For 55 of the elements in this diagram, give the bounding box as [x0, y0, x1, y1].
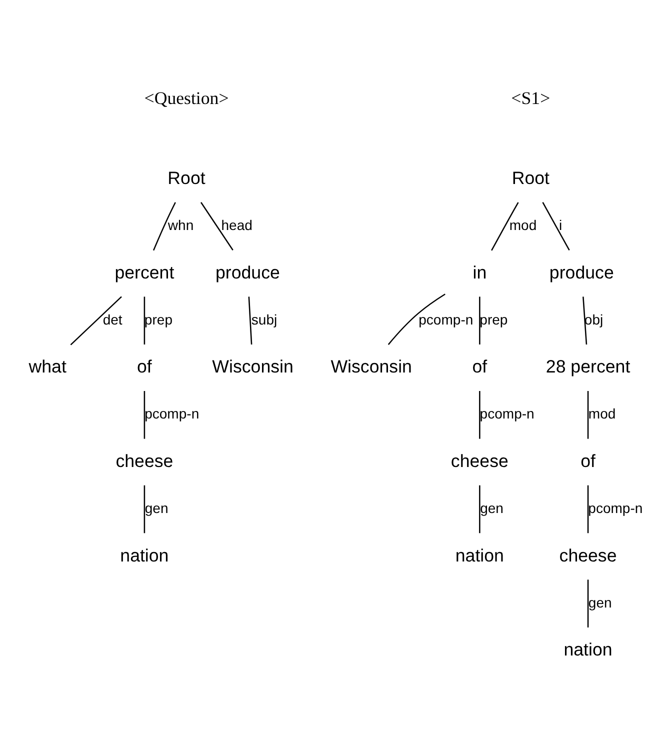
connector [587, 390, 589, 438]
connector [144, 390, 146, 438]
connector [479, 484, 480, 533]
edge-label: i [559, 216, 562, 233]
node-text: Root [168, 168, 206, 188]
edge-label: gen [480, 500, 504, 516]
node-text: Root [512, 168, 550, 188]
node-text: nation [564, 639, 612, 660]
edge-label: gen [144, 500, 168, 516]
connector [479, 390, 480, 438]
connector [70, 296, 122, 345]
edge-label: obj [584, 310, 604, 327]
edge-label: pcomp-n [588, 500, 643, 516]
connector [144, 296, 146, 344]
node-text: cheese [116, 450, 174, 471]
node-text: of [580, 450, 596, 471]
node-text: produce [549, 262, 614, 282]
node-text: what [28, 356, 66, 376]
node-text: Wisconsin [212, 356, 294, 376]
node-text: of [137, 356, 152, 376]
edge-label: pcomp-n [418, 310, 474, 327]
edge-label: mod [588, 405, 616, 422]
connector [587, 484, 589, 533]
connector [587, 579, 589, 627]
node-text: cheese [450, 450, 508, 471]
node-text: of [472, 356, 488, 376]
edge-label: pcomp-n [480, 405, 534, 422]
node-text: percent [114, 262, 174, 282]
node-text: Wisconsin [330, 356, 412, 376]
edge-label: head [221, 216, 252, 233]
node-text: in [472, 262, 487, 282]
connector [542, 202, 570, 250]
edge-label: det [102, 310, 122, 327]
connector [582, 296, 588, 344]
edge-label: prep [480, 310, 508, 327]
label: <Question> [144, 87, 229, 108]
edge-label: prep [144, 310, 173, 327]
node-text: produce [215, 262, 280, 282]
connector [152, 202, 176, 250]
connector [388, 293, 446, 344]
connector [491, 202, 519, 250]
label: <S1> [511, 87, 550, 108]
edge-label: whn [168, 216, 194, 233]
node-text: cheese [559, 544, 617, 565]
connector [200, 202, 234, 250]
connector [479, 296, 480, 344]
edge-label: mod [509, 216, 537, 233]
edge-label: pcomp-n [144, 405, 200, 422]
edge-label: subj [251, 310, 278, 327]
node-text: 28 percent [546, 356, 630, 376]
connector [248, 296, 252, 344]
node-text: nation [455, 544, 504, 565]
edge-label: gen [588, 594, 612, 610]
node-text: nation [120, 544, 169, 565]
connector [144, 484, 146, 533]
